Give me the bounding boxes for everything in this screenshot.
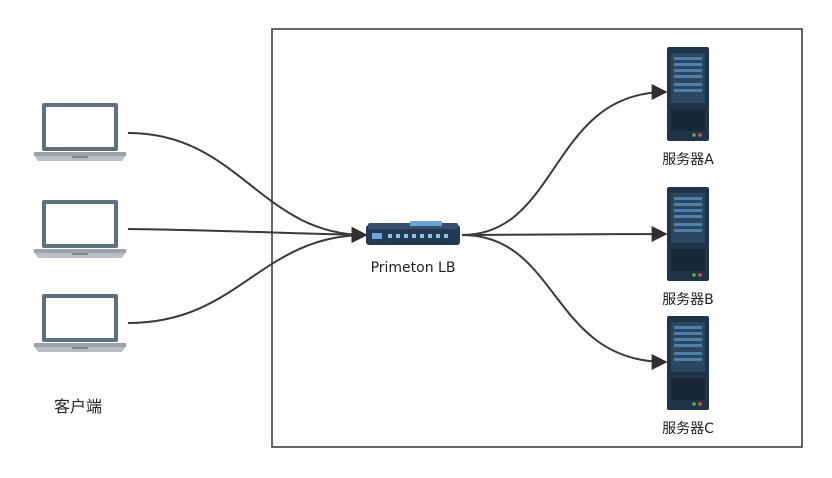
server-icon	[667, 187, 709, 281]
server-a-label: 服务器A	[662, 152, 714, 168]
connector-lb-to-server-c	[461, 234, 668, 370]
connector-client-2-to-lb	[127, 226, 368, 243]
laptop-icon	[34, 200, 126, 258]
connector-lb-to-server-b	[461, 226, 668, 243]
server-b-label: 服务器B	[662, 292, 714, 308]
server-icon	[667, 316, 709, 410]
connector-client-1-to-lb	[127, 132, 368, 243]
connector-client-3-to-lb	[127, 227, 368, 324]
laptop-icon	[34, 294, 126, 352]
server-c-label: 服务器C	[662, 421, 714, 437]
lb-label: Primeton LB	[371, 260, 456, 276]
laptop-icon	[34, 103, 126, 161]
clients-label: 客户端	[54, 397, 102, 416]
network-switch-icon	[366, 221, 460, 245]
connector-lb-to-server-a	[461, 84, 668, 236]
system-boundary-frame	[271, 28, 803, 448]
server-icon	[667, 47, 709, 141]
